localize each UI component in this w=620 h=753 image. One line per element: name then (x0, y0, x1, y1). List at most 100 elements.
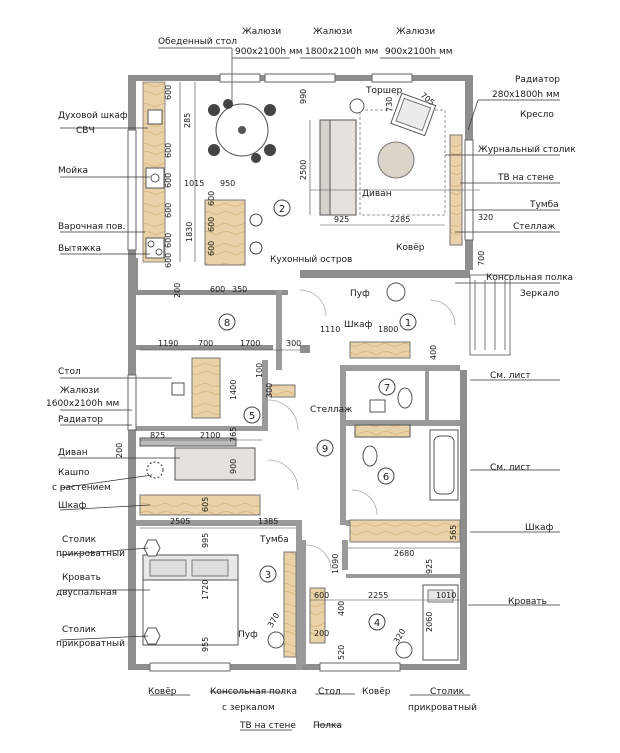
room-4: 4 (374, 618, 380, 629)
svg-text:600: 600 (207, 217, 216, 232)
svg-text:600: 600 (164, 173, 173, 188)
svg-text:200: 200 (115, 443, 124, 458)
svg-text:2285: 2285 (390, 215, 410, 224)
dimension-lines (140, 82, 480, 601)
label-pouf-bed: Пуф (238, 630, 258, 640)
label-shelving: Стеллаж (513, 222, 555, 232)
svg-text:900: 900 (229, 459, 238, 474)
svg-text:955: 955 (201, 637, 210, 652)
label-radiator: Радиатор (515, 75, 560, 85)
room-2: 2 (279, 204, 285, 215)
study-furniture (139, 357, 296, 516)
svg-text:925: 925 (425, 559, 434, 574)
label-shelf-bottom: Полка (313, 721, 342, 731)
label-sofa-left: Диван (58, 448, 88, 458)
svg-text:700: 700 (477, 251, 486, 266)
room-3: 3 (265, 570, 271, 581)
label-bedside-table-b-2: прикроватный (56, 639, 125, 649)
label-planter: Кашпо (58, 468, 90, 478)
svg-text:370: 370 (266, 611, 281, 629)
svg-text:520: 520 (337, 645, 346, 660)
label-sink: Мойка (58, 166, 88, 176)
svg-text:700: 700 (198, 339, 213, 348)
label-wardrobe-left: Шкаф (58, 501, 87, 511)
label-blinds-left: Жалюзи (60, 386, 99, 396)
label-sofa: Диван (362, 189, 392, 199)
label-shelving-mid: Стеллаж (310, 405, 352, 415)
svg-text:925: 925 (334, 215, 349, 224)
coffee-table (377, 141, 415, 179)
label-mirror-cab-1: См. лист (490, 371, 531, 381)
label-tumba-bed: Тумба (259, 535, 289, 545)
room-1: 1 (405, 318, 411, 329)
label-double-bed: Кровать (62, 573, 101, 583)
label-blinds-2: Жалюзи (313, 27, 352, 37)
label-armchair: Кресло (520, 110, 554, 120)
svg-text:300: 300 (265, 383, 274, 398)
svg-text:600: 600 (164, 203, 173, 218)
label-blinds-1: Жалюзи (242, 27, 281, 37)
svg-text:990: 990 (299, 89, 308, 104)
svg-text:600: 600 (164, 85, 173, 100)
label-bedside-right-2: прикроватный (408, 703, 477, 713)
label-blinds-2-size: 1800x2100h мм (305, 47, 378, 57)
label-bedside-right: Столик (430, 687, 465, 697)
room-numbers: 1 2 3 4 5 6 7 8 9 (218, 199, 417, 631)
label-wardrobe-right: Шкаф (525, 523, 554, 533)
room-5: 5 (249, 411, 255, 422)
label-tv-wall-bottom: ТВ на стене (239, 721, 296, 731)
label-coffee-table: Журнальный столик (478, 145, 576, 155)
svg-text:600: 600 (164, 253, 173, 268)
svg-text:1010: 1010 (436, 591, 456, 600)
label-microwave: СВЧ (76, 126, 95, 136)
stairs (469, 274, 511, 356)
label-bedside-table-b: Столик (62, 625, 97, 635)
label-oven: Духовой шкаф (58, 111, 128, 121)
bedroom-3-furniture (142, 539, 297, 658)
label-table-bottom: Стол (318, 687, 341, 697)
kitchen-island (204, 199, 263, 266)
label-dining-table: Обеденный стол (158, 37, 237, 47)
label-hood: Вытяжка (58, 244, 101, 254)
kitchen-counter (142, 81, 166, 263)
svg-text:2060: 2060 (425, 612, 434, 632)
svg-text:825: 825 (150, 431, 165, 440)
svg-text:2255: 2255 (368, 591, 388, 600)
leader-lines (59, 47, 560, 731)
label-radiator-left: Радиатор (58, 415, 103, 425)
label-mirror: Зеркало (520, 289, 560, 299)
label-planter-2: с растением (52, 483, 111, 493)
label-bed: Кровать (508, 597, 547, 607)
svg-text:300: 300 (286, 339, 301, 348)
label-wardrobe: Шкаф (344, 320, 373, 330)
svg-text:400: 400 (337, 601, 346, 616)
floor-lamp (349, 98, 365, 114)
label-torsher: Торшер (365, 86, 402, 96)
room-7: 7 (384, 383, 390, 394)
svg-text:1015: 1015 (184, 179, 204, 188)
svg-text:2100: 2100 (200, 431, 220, 440)
room-8: 8 (224, 318, 230, 329)
pouf-hall (386, 282, 406, 302)
label-kitchen-island: Кухонный остров (270, 255, 352, 265)
svg-text:285: 285 (183, 113, 192, 128)
label-bedside-table: Столик (62, 535, 97, 545)
svg-text:1190: 1190 (158, 339, 178, 348)
label-table: Стол (58, 367, 81, 377)
bedroom-4-furniture (309, 519, 461, 661)
label-console-shelf: Консольная полка (486, 273, 573, 283)
svg-text:320: 320 (478, 213, 493, 222)
room-9: 9 (322, 444, 328, 455)
svg-text:565: 565 (449, 525, 458, 540)
label-rug: Ковёр (396, 243, 425, 253)
svg-text:1720: 1720 (201, 580, 210, 600)
label-console-mirror-2: с зеркалом (222, 703, 275, 713)
label-pouf: Пуф (350, 289, 370, 299)
svg-text:2680: 2680 (394, 549, 414, 558)
armchair (390, 92, 437, 137)
dimension-texts: 600 285 600 600 1015 950 600 600 600 183… (115, 85, 493, 660)
dining-table (208, 99, 276, 163)
svg-text:1400: 1400 (229, 380, 238, 400)
svg-text:950: 950 (220, 179, 235, 188)
label-blinds-1-size: 900x2100h мм (235, 47, 303, 57)
